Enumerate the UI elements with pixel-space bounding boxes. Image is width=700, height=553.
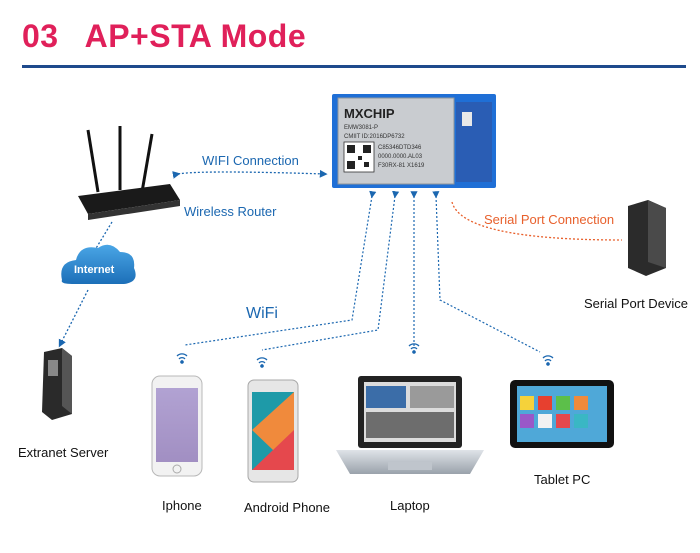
internet-server-line bbox=[58, 289, 89, 348]
wifi-connection-label: WIFI Connection bbox=[202, 153, 299, 168]
wifi-label: WiFi bbox=[246, 305, 278, 322]
wifi-device-lines bbox=[184, 190, 541, 353]
laptop-label: Laptop bbox=[390, 498, 430, 513]
section-number: 03 bbox=[22, 18, 59, 54]
router-internet-line bbox=[94, 221, 113, 251]
wifi-connection-line bbox=[172, 169, 328, 179]
tablet-icon bbox=[510, 380, 614, 448]
android-phone-label: Android Phone bbox=[244, 500, 331, 515]
internet-cloud-icon bbox=[61, 244, 136, 284]
wifi-signal-icons bbox=[176, 343, 554, 368]
internet-label: Internet bbox=[74, 264, 115, 276]
laptop-icon bbox=[336, 376, 484, 474]
serial-device-label: Serial Port Device bbox=[584, 296, 689, 311]
tablet-pc-label: Tablet PC bbox=[534, 472, 591, 487]
serial-connection-line bbox=[451, 201, 623, 241]
mxchip-module: MXCHIP EMW3081-P CMIIT ID:2016DP6732 C85… bbox=[332, 94, 496, 188]
android-phone-icon bbox=[247, 379, 299, 483]
iphone-icon bbox=[151, 375, 203, 477]
server-icon bbox=[42, 348, 72, 420]
module-code-2: 0000.0000.AL03 bbox=[378, 154, 423, 160]
router-icon bbox=[78, 126, 180, 220]
module-model: EMW3081-P bbox=[344, 125, 378, 131]
title-underline bbox=[22, 65, 686, 68]
wireless-router-label: Wireless Router bbox=[184, 204, 277, 219]
iphone-label: Iphone bbox=[162, 498, 202, 513]
serial-device-icon bbox=[628, 200, 666, 276]
module-cmiit: CMIIT ID:2016DP6732 bbox=[344, 134, 405, 140]
module-code-3: F30RX-81 X1619 bbox=[378, 163, 425, 169]
module-code-1: C85346DTD346 bbox=[378, 145, 422, 151]
page-title: 03 AP+STA Mode bbox=[22, 18, 306, 55]
section-title: AP+STA Mode bbox=[84, 18, 307, 54]
serial-connection-label: Serial Port Connection bbox=[484, 212, 615, 227]
wifi-icon bbox=[542, 355, 554, 366]
wifi-icon bbox=[256, 357, 268, 368]
extranet-server-label: Extranet Server bbox=[18, 445, 109, 460]
wifi-icon bbox=[408, 343, 420, 354]
module-brand: MXCHIP bbox=[344, 106, 395, 121]
wifi-icon bbox=[176, 353, 188, 364]
